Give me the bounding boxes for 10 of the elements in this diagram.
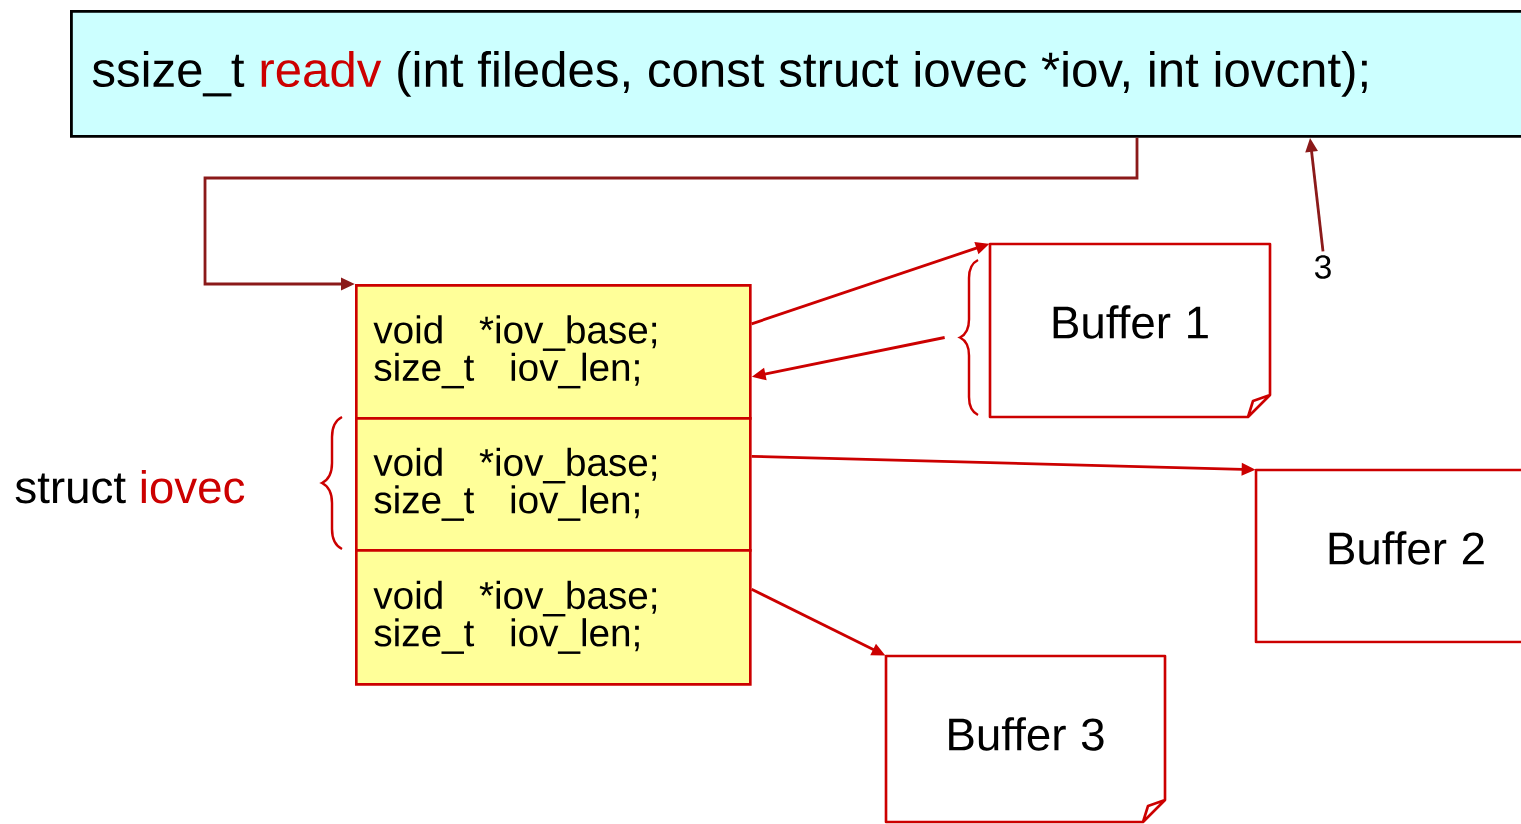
signature-box: ssize_t readv (int filedes, const struct iovec *iov, int iovcnt); xyxy=(70,10,1521,138)
struct-cell: void *iov_base; size_t iov_len; xyxy=(355,417,752,552)
struct-cell: void *iov_base; size_t iov_len; xyxy=(355,284,752,420)
buffer-box: Buffer 2 xyxy=(1254,468,1521,644)
struct-label: struct xyxy=(15,473,126,504)
count-label: 3 xyxy=(1315,255,1331,279)
type-name-label: iovec xyxy=(141,469,245,504)
buffer-box: Buffer 1 xyxy=(988,242,1272,419)
struct-cell: void *iov_base; size_t iov_len; xyxy=(355,549,752,686)
buffer-box: Buffer 3 xyxy=(884,654,1167,824)
